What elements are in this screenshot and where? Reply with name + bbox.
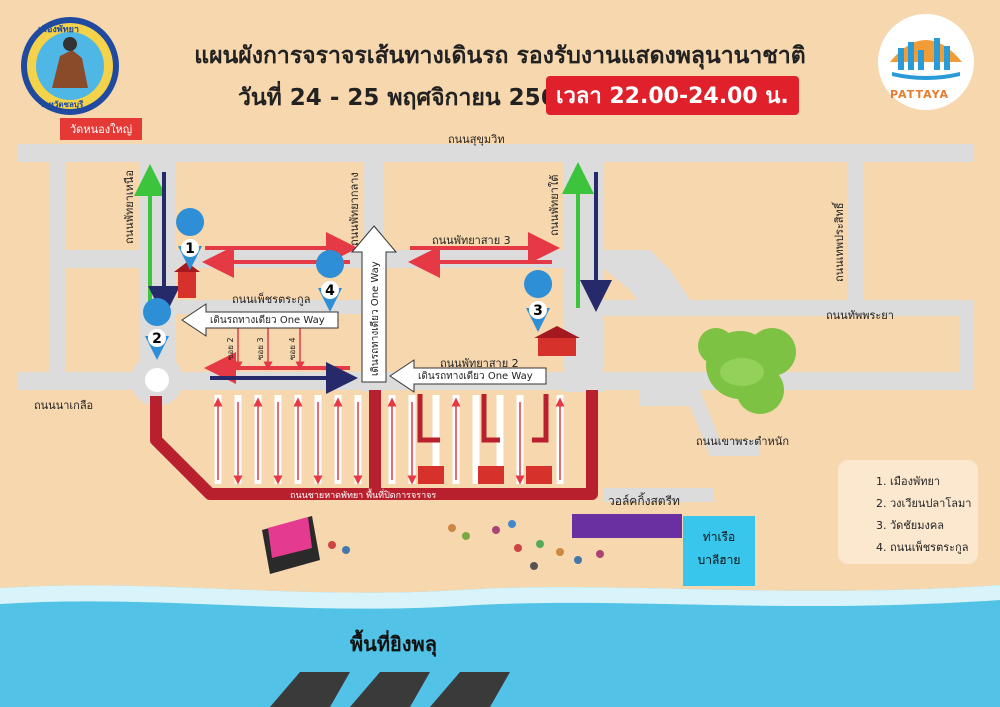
bali-hai-pier: ท่าเรือ บาลีฮาย bbox=[683, 516, 755, 586]
label-pattaya-sai3: ถนนพัทยาสาย 3 bbox=[432, 234, 511, 247]
label-soi-2: ซอย 2 bbox=[226, 337, 235, 360]
pattaya-brand-logo bbox=[878, 14, 974, 110]
map-title: แผนผังการจราจรเส้นทางเดินรถ รองรับงานแสด… bbox=[194, 43, 806, 69]
label-soi-4: ซอย 4 bbox=[288, 337, 297, 360]
label-pattaya-nuea: ถนนพัทยาเหนือ bbox=[123, 170, 136, 244]
road-khao-phra-tamnak bbox=[640, 390, 760, 456]
closed-side-streets bbox=[417, 394, 549, 443]
crowds bbox=[328, 520, 604, 570]
label-soi-3: ซอย 3 bbox=[256, 337, 265, 360]
legend-item-3: 3. วัดชัยมงคล bbox=[876, 519, 944, 532]
roundabout-center bbox=[145, 368, 169, 392]
oneway-sai2 bbox=[389, 359, 547, 393]
city-hall-building bbox=[174, 262, 200, 298]
marker-1-number: 1 bbox=[185, 241, 195, 257]
beach-buildings bbox=[418, 466, 552, 484]
label-thepprasit: ถนนเทพประสิทธิ์ bbox=[833, 202, 846, 282]
marker-4-number: 4 bbox=[325, 283, 335, 299]
marker-3-pin bbox=[524, 270, 553, 332]
left-logo-sub: จังหวัดชลบุรี bbox=[40, 100, 84, 109]
fireworks-area-label: พื้นที่ยิงพลุ bbox=[350, 632, 437, 656]
pattaya-city-seal bbox=[21, 17, 119, 115]
legend-box: 1. เมืองพัทยา 2. วงเวียนปลาโลมา 3. วัดชั… bbox=[838, 460, 978, 564]
wat-chaimongkol bbox=[534, 326, 580, 356]
label-naklua: ถนนนาเกลือ bbox=[34, 399, 94, 412]
soi-lanes bbox=[214, 395, 564, 484]
road-right-edge bbox=[960, 300, 974, 390]
marker-4-pin bbox=[316, 250, 345, 312]
road-thappraya bbox=[603, 300, 974, 316]
oneway-klang bbox=[350, 225, 398, 383]
marker-1-pin bbox=[176, 208, 205, 270]
label-pattaya-klang: ถนนพัทยากลาง bbox=[348, 172, 361, 246]
pier-line2: บาลีฮาย bbox=[697, 553, 741, 567]
marker-2-number: 2 bbox=[152, 331, 162, 347]
pier-line1: ท่าเรือ bbox=[702, 530, 736, 544]
label-oneway-phetcharat: เดินรถทางเดียว One Way bbox=[210, 315, 325, 326]
legend-item-2: 2. วงเวียนปลาโลมา bbox=[876, 497, 972, 510]
soi-arrows bbox=[213, 397, 565, 485]
road-left-vertical bbox=[50, 162, 66, 372]
sea-foam bbox=[0, 585, 1000, 609]
event-date: วันที่ 24 - 25 พฤศจิกายน 2566 bbox=[238, 85, 573, 111]
closed-beach-road bbox=[150, 390, 598, 500]
road-sukhumvit bbox=[18, 144, 974, 162]
label-phetcharat: ถนนเพ็ชรตระกูล bbox=[232, 293, 311, 306]
road-phetcharat bbox=[160, 300, 370, 314]
right-logo-text: PATTAYA bbox=[890, 88, 950, 101]
legend-item-4: 4. ถนนเพ็ชรตระกูล bbox=[876, 541, 969, 554]
marker-3-number: 3 bbox=[533, 303, 543, 319]
label-pattaya-sai2: ถนนพัทยาสาย 2 bbox=[440, 357, 519, 370]
time-badge: เวลา 22.00-24.00 น. bbox=[546, 76, 799, 115]
label-thappraya: ถนนทัพพระยา bbox=[826, 309, 894, 322]
road-sea-link bbox=[603, 488, 713, 502]
walking-street-bar bbox=[572, 514, 682, 538]
marker-pins bbox=[143, 208, 553, 360]
label-khao-phra-tamnak: ถนนเขาพระตำหนัก bbox=[696, 435, 789, 448]
label-sukhumvit: ถนนสุขุมวิท bbox=[448, 133, 505, 146]
label-pattaya-tai: ถนนพัทยาใต้ bbox=[548, 174, 561, 236]
label-walking-street: วอล์คกิ้งสตรีท bbox=[608, 494, 680, 508]
closed-roads bbox=[150, 390, 598, 500]
marker-2-pin bbox=[143, 298, 172, 360]
legend-item-1: 1. เมืองพัทยา bbox=[876, 475, 941, 488]
hill-highlight bbox=[720, 358, 764, 386]
label-oneway-klang: เดินรถทางเดียว One Way bbox=[370, 261, 381, 376]
label-oneway-sai2: เดินรถทางเดียว One Way bbox=[418, 371, 533, 382]
oneway-phetcharat bbox=[181, 303, 339, 337]
road-thepprasit bbox=[848, 162, 864, 312]
sea bbox=[0, 585, 1000, 707]
fireworks-barges bbox=[270, 672, 510, 707]
left-logo-text: เมืองพัทยา bbox=[38, 25, 80, 35]
road-curve-east bbox=[603, 250, 690, 316]
concert-stage bbox=[262, 516, 320, 574]
label-beach-road: ถนนชายหาดพัทยา พื้นที่ปิดการจราจร bbox=[290, 491, 437, 501]
traffic-arrows bbox=[134, 162, 612, 394]
temple-tag: วัดหนองใหญ่ bbox=[60, 118, 143, 140]
one-way-arrows bbox=[181, 225, 547, 393]
